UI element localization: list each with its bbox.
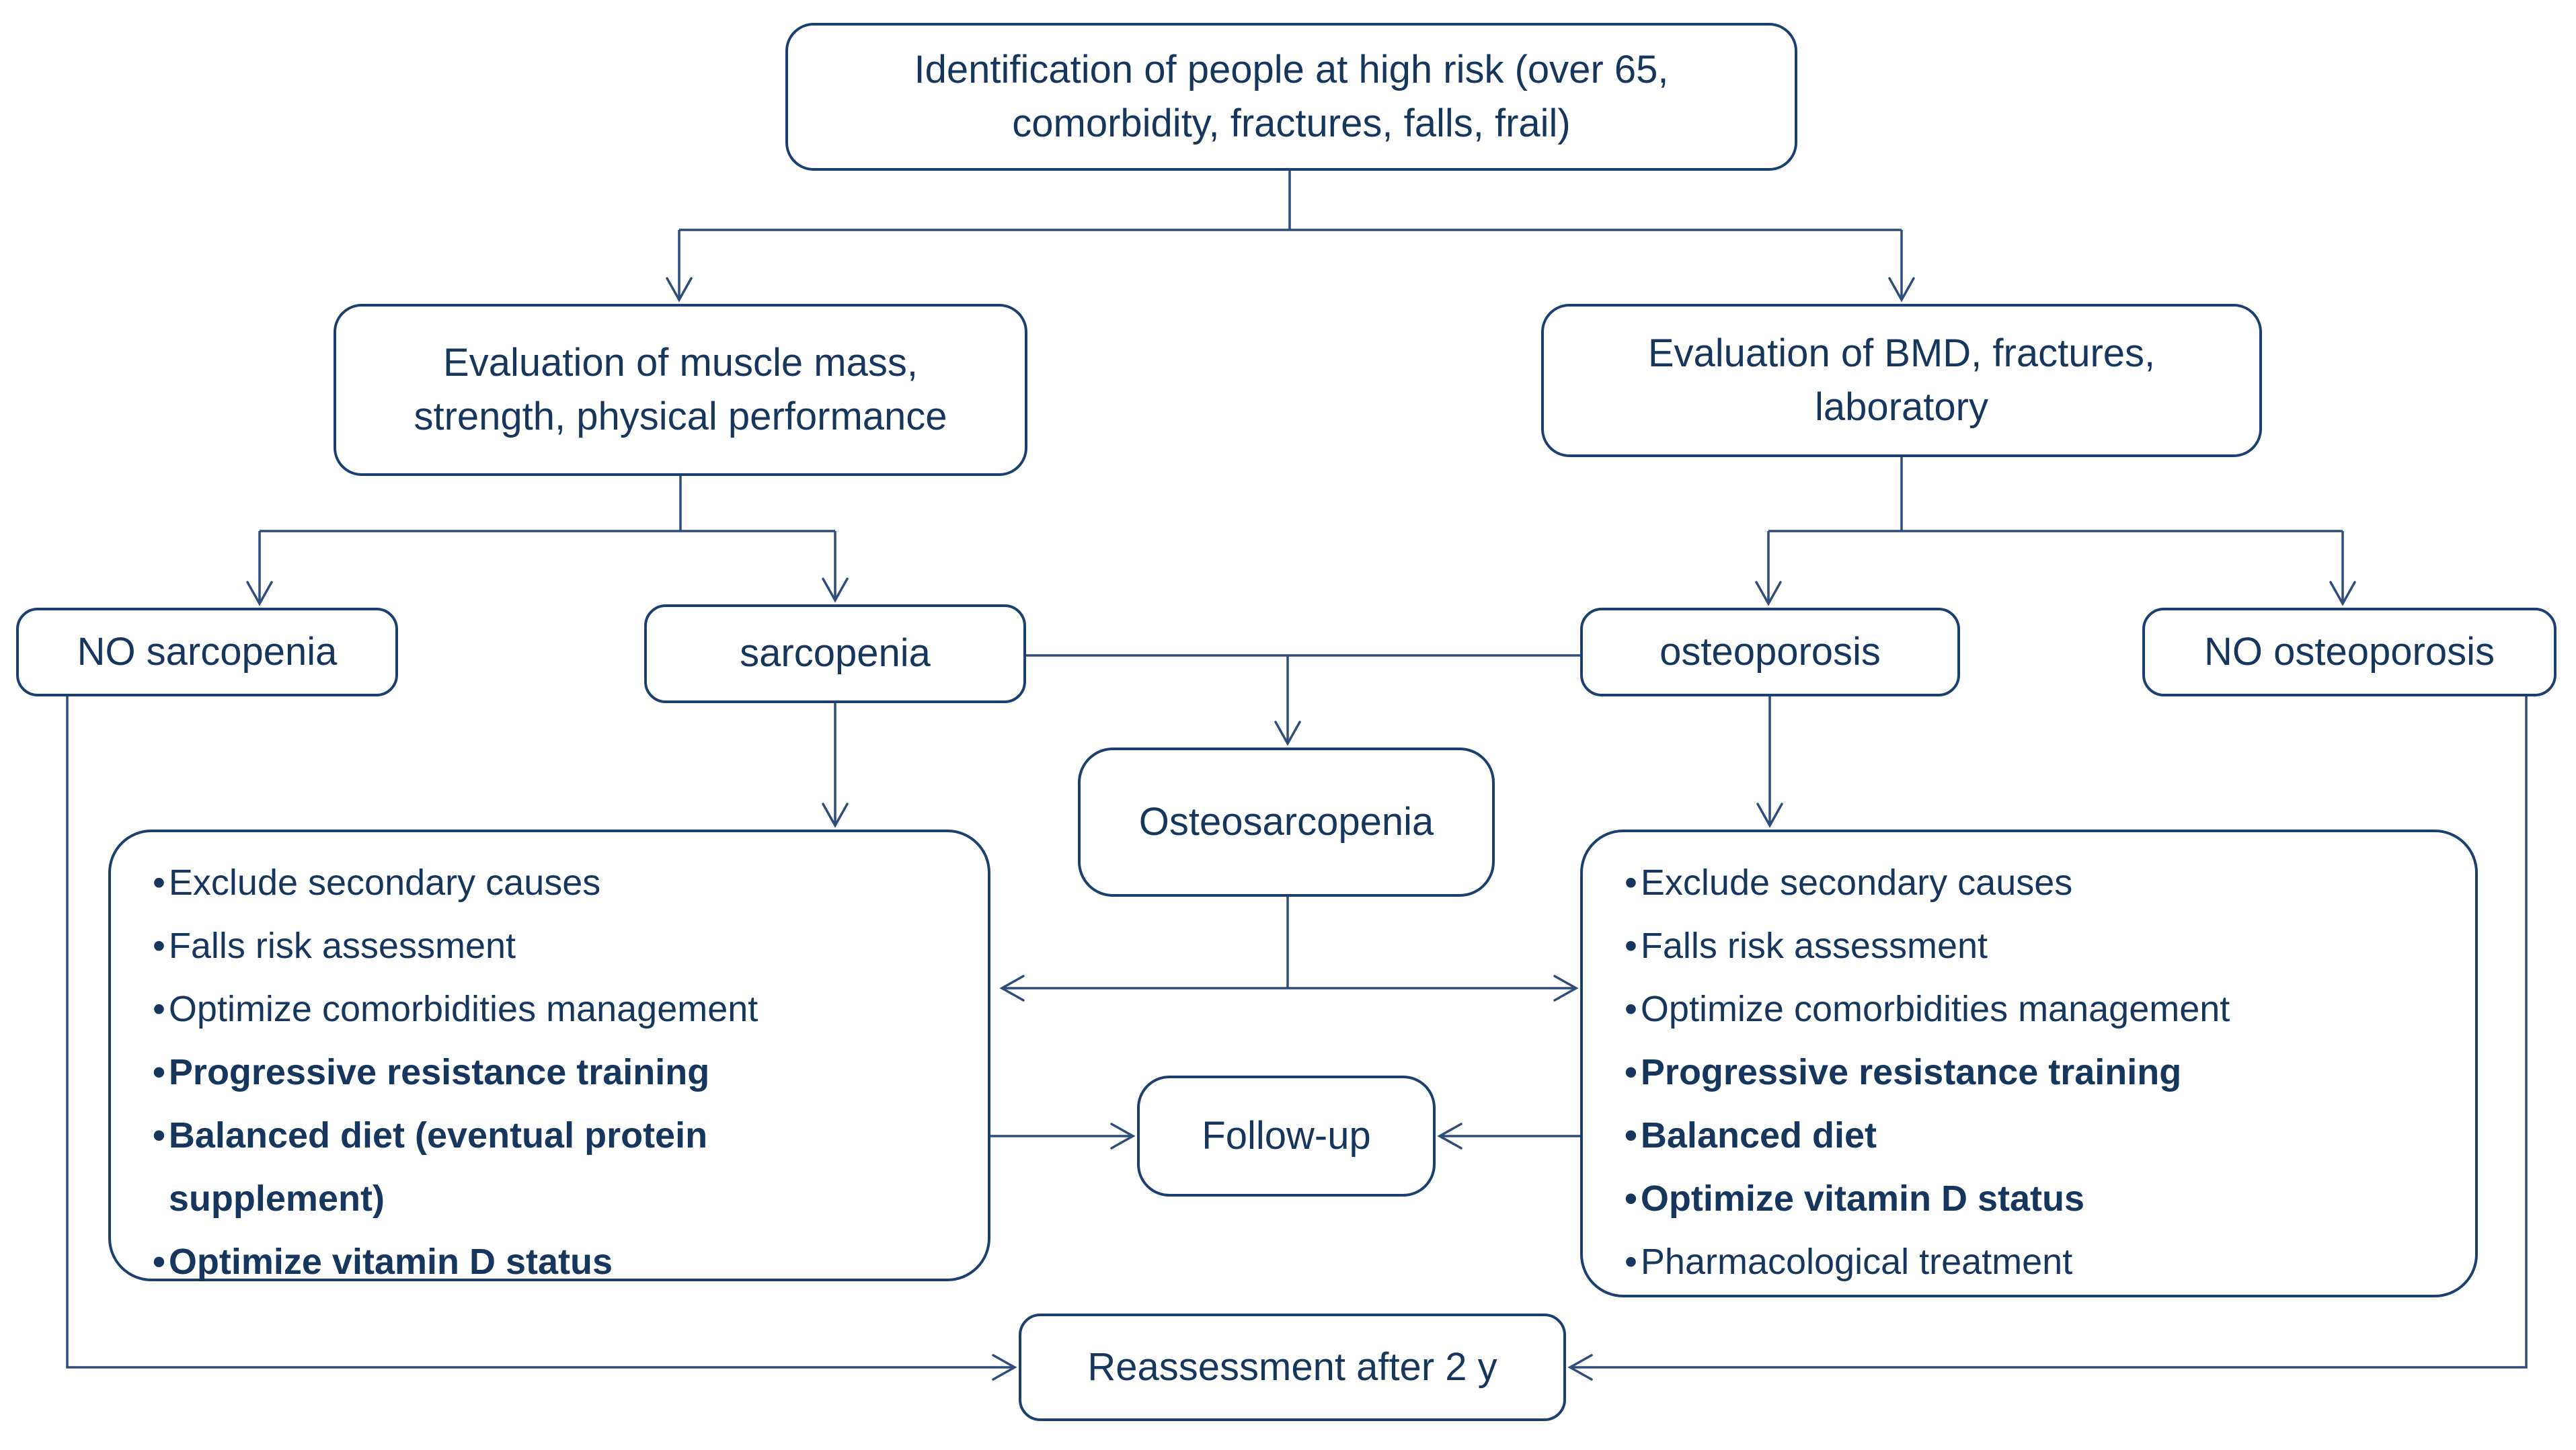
list-item: •Optimize comorbidities management [153,977,894,1041]
list-item: •Exclude secondary causes [1625,851,2435,914]
node-no-sarcopenia: NO sarcopenia [16,608,398,696]
bullet-icon: • [1625,1115,1637,1156]
list-item: •Falls risk assessment [153,914,894,977]
node-evaluation-muscle: Evaluation of muscle mass, strength, phy… [334,304,1027,476]
bullet-icon: • [1625,1242,1637,1282]
list-item-text: Exclude secondary causes [168,862,601,903]
list-item: •Progressive resistance training [153,1041,894,1104]
list-item-text: Falls risk assessment [1640,926,1988,966]
node-osteoporosis: osteoporosis [1580,608,1960,696]
bullet-icon: • [153,926,165,966]
node-sarcopenia: sarcopenia [644,604,1026,703]
list-item-text: Balanced diet [1640,1115,1877,1156]
bullet-icon: • [1625,989,1637,1029]
list-item: •Progressive resistance training [1625,1041,2435,1104]
list-item-text: Exclude secondary causes [1640,862,2073,903]
list-item: •Pharmacological treatment [1625,1230,2435,1293]
bullet-icon: • [153,989,165,1029]
node-no-osteoporosis: NO osteoporosis [2142,608,2557,696]
list-item-text: Optimize vitamin D status [168,1242,613,1282]
list-item-text: Optimize vitamin D status [1640,1178,2085,1219]
list-item: •Balanced diet (eventual protein supplem… [153,1104,894,1230]
bullet-icon: • [153,1242,165,1282]
list-item-text: Balanced diet (eventual protein suppleme… [168,1115,708,1219]
list-item-text: Progressive resistance training [168,1052,710,1092]
list-item: •Optimize vitamin D status [1625,1167,2435,1230]
bullet-icon: • [153,862,165,903]
list-item-text: Pharmacological treatment [1640,1242,2073,1282]
list-item: •Balanced diet [1625,1104,2435,1167]
node-osteosarcopenia: Osteosarcopenia [1078,748,1495,897]
list-item: •Optimize comorbidities management [1625,977,2435,1041]
bullet-icon: • [1625,926,1637,966]
node-follow-up: Follow-up [1137,1076,1436,1197]
list-item-text: Optimize comorbidities management [1640,989,2230,1029]
node-evaluation-bmd: Evaluation of BMD, fractures, laboratory [1541,304,2262,457]
list-item: •Falls risk assessment [1625,914,2435,977]
list-item: •Optimize vitamin D status [153,1230,894,1293]
node-identification: Identification of people at high risk (o… [785,23,1797,171]
list-item-text: Falls risk assessment [168,926,516,966]
list-item-text: Progressive resistance training [1640,1052,2182,1092]
bullet-icon: • [153,1052,165,1092]
sarcopenia-management-list: •Exclude secondary causes•Falls risk ass… [108,830,990,1282]
bullet-icon: • [153,1115,165,1156]
node-reassessment: Reassessment after 2 y [1019,1314,1566,1421]
bullet-icon: • [1625,1052,1637,1092]
osteoporosis-management-list: •Exclude secondary causes•Falls risk ass… [1580,830,2478,1297]
bullet-icon: • [1625,1178,1637,1219]
bullet-icon: • [1625,862,1637,903]
list-item: •Exclude secondary causes [153,851,894,914]
list-item-text: Optimize comorbidities management [168,989,758,1029]
